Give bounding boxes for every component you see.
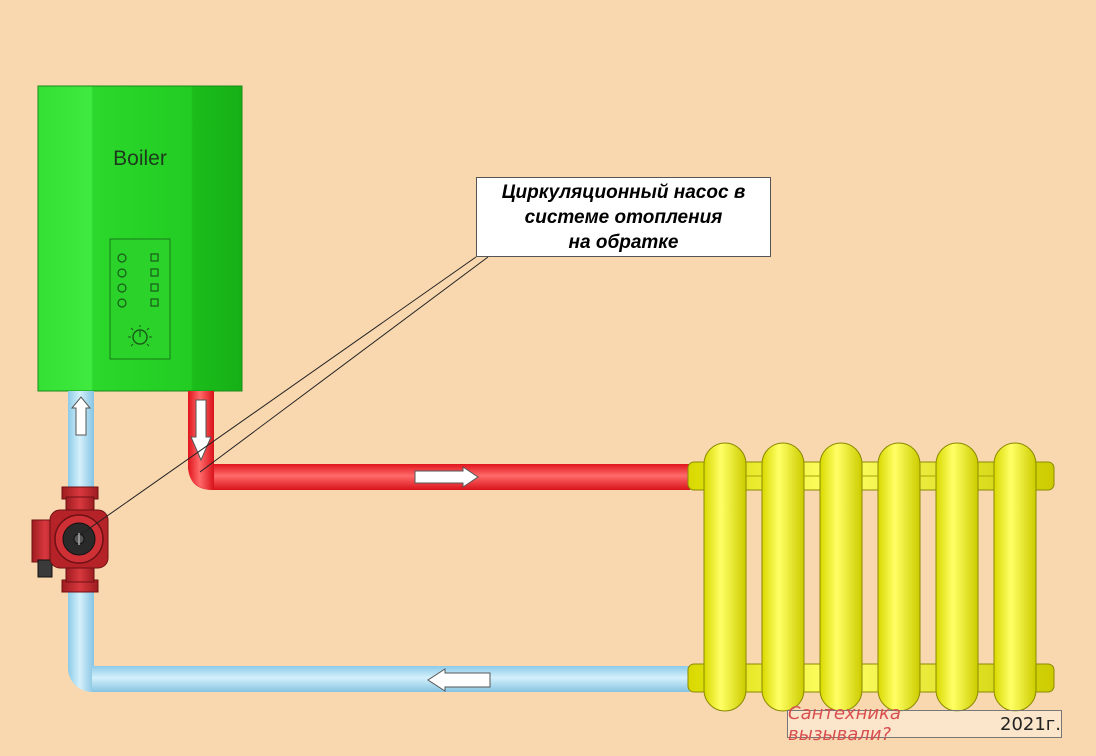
callout-line-2: системе отопления [524, 206, 723, 228]
boiler-control-panel [109, 238, 171, 360]
panel-switch-3 [150, 283, 159, 292]
flow-arrow-left-icon [427, 668, 491, 692]
indicator-light-3 [117, 283, 127, 293]
watermark-text: Сантехника вызывали? [788, 703, 901, 745]
callout-leader [79, 256, 489, 536]
flow-arrow-right-icon [414, 466, 479, 488]
radiator-section-5 [935, 442, 979, 712]
flow-arrow-up-icon [70, 396, 92, 436]
watermark: Сантехника вызывали? 2021г. [787, 703, 1062, 745]
boiler-label: Boiler [113, 147, 167, 170]
indicator-light-1 [117, 253, 127, 263]
radiator-section-1 [703, 442, 747, 712]
flow-arrow-down-icon [190, 399, 212, 462]
radiator-section-2 [761, 442, 805, 712]
indicator-light-2 [117, 268, 127, 278]
callout-line-3: на обратке [568, 231, 679, 253]
radiator [687, 442, 1055, 712]
radiator-section-3 [819, 442, 863, 712]
radiator-section-4 [877, 442, 921, 712]
panel-switch-4 [150, 298, 159, 307]
boiler [37, 85, 243, 392]
callout-line-1: Циркуляционный насос в [501, 181, 746, 203]
indicator-light-4 [117, 298, 127, 308]
radiator-section-6 [993, 442, 1037, 712]
return-pipe [68, 391, 690, 692]
pump-callout: Циркуляционный насос в системе отопления… [476, 177, 771, 257]
circulation-pump [31, 486, 109, 593]
temperature-knob [128, 325, 152, 347]
panel-switch-2 [150, 268, 159, 277]
panel-switch-1 [150, 253, 159, 262]
watermark-year: 2021г. [1000, 713, 1061, 735]
